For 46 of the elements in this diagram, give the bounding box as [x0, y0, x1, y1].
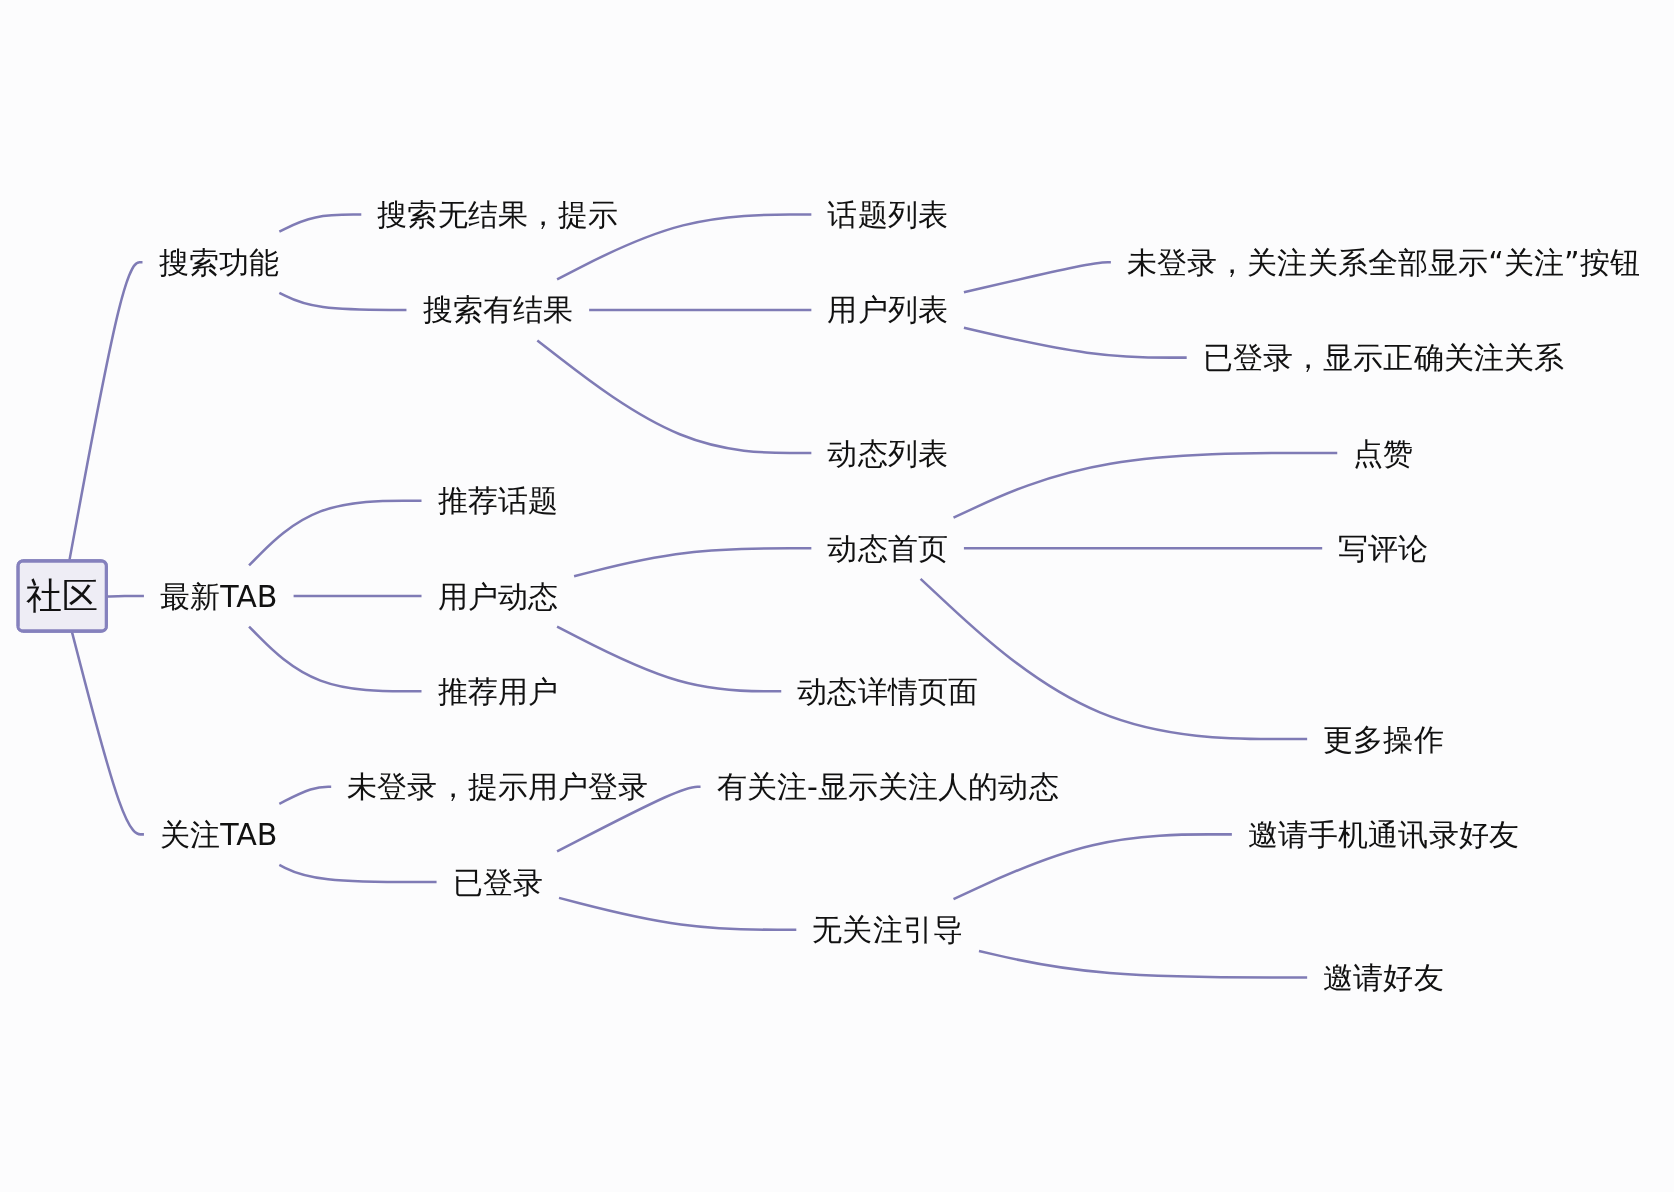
connector	[953, 451, 1338, 519]
node-text: 最新TAB	[160, 578, 278, 614]
connector	[963, 326, 1187, 359]
connector	[573, 547, 812, 578]
connector	[556, 625, 782, 693]
connector	[248, 625, 422, 693]
node-text: 有关注-显示关注人的动态	[716, 769, 1059, 805]
node-text: 写评论	[1338, 530, 1429, 566]
node-text: 搜索有结果	[422, 292, 574, 328]
node-text: 点赞	[1353, 435, 1414, 471]
node-text: 动态详情页面	[797, 673, 978, 709]
connector	[919, 578, 1308, 741]
connector	[278, 213, 362, 233]
node-text: 用户动态	[437, 578, 559, 614]
node-text: 未登录，关注关系全部显示“关注”按钮	[1126, 244, 1640, 280]
connector	[278, 785, 332, 805]
node-text: 动态首页	[827, 530, 948, 566]
node-text: 关注TAB	[160, 816, 278, 852]
node-text: 动态列表	[827, 435, 948, 471]
connector	[293, 594, 422, 598]
connector	[556, 785, 701, 853]
connector	[963, 261, 1111, 294]
node-text: 话题列表	[827, 197, 948, 233]
connector	[978, 949, 1308, 979]
node-text: 已登录，显示正确关注关系	[1202, 340, 1565, 376]
connector	[278, 863, 437, 884]
connector	[589, 308, 812, 312]
node-text: 邀请手机通讯录好友	[1247, 816, 1519, 852]
node-text: 推荐用户	[437, 673, 559, 709]
node-text: 邀请好友	[1323, 959, 1444, 995]
node-text: 未登录，提示用户登录	[347, 769, 649, 805]
node-text: 无关注引导	[812, 912, 963, 948]
node-text: 用户列表	[827, 292, 948, 328]
connector	[248, 499, 422, 567]
node-text: 已登录	[452, 864, 543, 900]
connector	[70, 631, 144, 836]
node-text: 推荐话题	[437, 483, 559, 519]
connector	[558, 896, 797, 931]
connector	[556, 213, 812, 281]
connector	[963, 547, 1323, 550]
connector	[953, 833, 1232, 901]
node-text: 搜索功能	[158, 244, 279, 280]
node-text: 搜索无结果，提示	[377, 197, 619, 233]
node-text: 更多操作	[1323, 721, 1444, 757]
connector	[278, 291, 407, 312]
connector	[536, 339, 812, 455]
